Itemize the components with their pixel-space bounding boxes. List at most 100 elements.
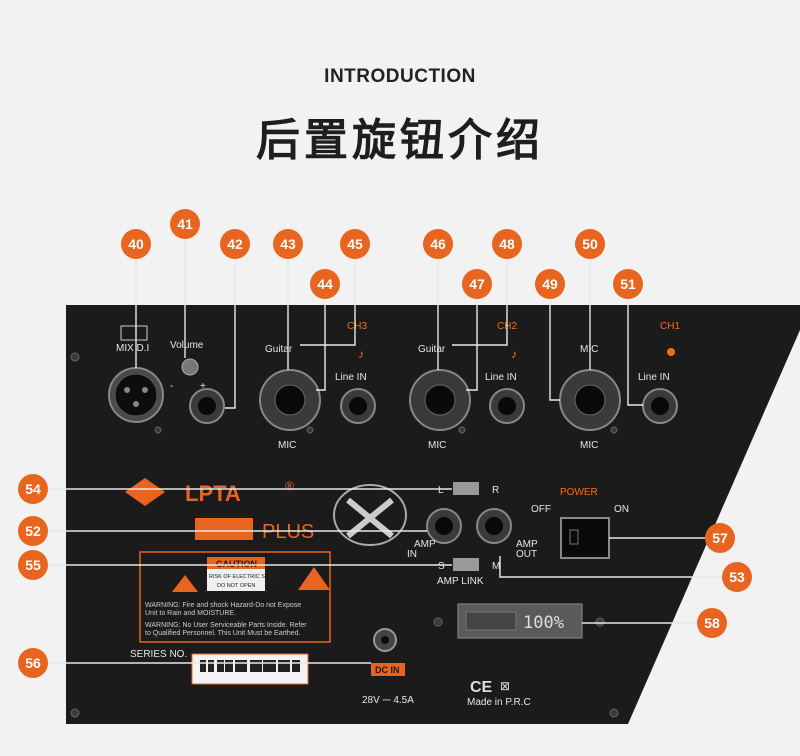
callout-49 xyxy=(535,269,565,299)
caution-line2: DO NOT OPEN xyxy=(217,583,255,589)
ch3-mic-label: MIC xyxy=(278,440,296,451)
callout-51 xyxy=(613,269,643,299)
ch1-group: MIC Line IN MIC CH1 xyxy=(559,321,680,451)
volume-knob[interactable] xyxy=(181,358,199,376)
callout-57 xyxy=(705,523,735,553)
svg-text:55: 55 xyxy=(25,557,41,573)
volume-minus-label: - xyxy=(170,381,173,392)
svg-text:41: 41 xyxy=(177,216,193,232)
warning2-line1: WARNING: No User Serviceable Parts Insid… xyxy=(145,622,307,629)
callout-markers: 40 41 42 43 44 45 46 47 48 49 50 51 52 5… xyxy=(18,209,752,678)
warning1-line2: Unit to Rain and MOISTURE. xyxy=(145,610,236,617)
callout-53 xyxy=(722,562,752,592)
mix-di-xlr-jack[interactable] xyxy=(108,367,164,423)
made-in-label: Made in P.R.C xyxy=(467,697,531,708)
callout-58 xyxy=(697,608,727,638)
svg-text:46: 46 xyxy=(430,236,446,252)
callout-46 xyxy=(423,229,453,259)
volume-plus-label: + xyxy=(200,381,206,392)
x-logo xyxy=(333,484,407,546)
svg-text:50: 50 xyxy=(582,236,598,252)
callout-42 xyxy=(220,229,250,259)
mixer-icon xyxy=(120,325,148,341)
ch3-guitar-label: Guitar xyxy=(265,344,293,355)
svg-text:43: 43 xyxy=(280,236,296,252)
ce-mark: CE xyxy=(470,679,493,696)
barcode xyxy=(200,660,300,672)
warning2-line2: to Qualified Personnel. This Unit Must b… xyxy=(145,630,301,637)
plus-logo-text: PLUS xyxy=(262,521,314,543)
callout-43 xyxy=(273,229,303,259)
amp-in-label-1: AMP xyxy=(414,539,436,550)
weee-icon: ⊠ xyxy=(500,679,510,693)
svg-text:52: 52 xyxy=(25,523,41,539)
x-logo-mark xyxy=(346,497,394,539)
page-title: 后置旋钮介绍 xyxy=(256,115,544,166)
ch1-line-in-label: Line IN xyxy=(638,372,670,383)
callout-45 xyxy=(340,229,370,259)
shock-warning-icon xyxy=(172,575,198,592)
volume-label: Volume xyxy=(170,340,204,351)
mix-di-label: MIX D.I xyxy=(116,343,149,354)
mix-di-line-jack[interactable] xyxy=(189,388,225,424)
panel-screws xyxy=(70,352,619,718)
callout-41 xyxy=(170,209,200,239)
ch2-line-in-label: Line IN xyxy=(485,372,517,383)
guitar-icon: ♪ xyxy=(511,347,517,361)
svg-text:48: 48 xyxy=(499,236,515,252)
switch-m-label: M xyxy=(492,561,500,572)
switch-l-label: L xyxy=(438,485,444,496)
ch2-guitar-label: Guitar xyxy=(418,344,446,355)
svg-text:47: 47 xyxy=(469,276,485,292)
warning1-line1: WARNING: Fire and shock Hazard-Do not Ex… xyxy=(145,602,301,609)
battery-level: 100% xyxy=(523,613,564,633)
guitar-icon: ♪ xyxy=(358,347,364,361)
amp-out-label-1: AMP xyxy=(516,539,538,550)
caution-subtitle-bg xyxy=(207,569,265,591)
ch2-mic-label: MIC xyxy=(428,440,446,451)
mic-icon xyxy=(667,348,675,356)
svg-text:45: 45 xyxy=(347,236,363,252)
svg-text:57: 57 xyxy=(712,530,728,546)
svg-text:40: 40 xyxy=(128,236,144,252)
svg-text:49: 49 xyxy=(542,276,558,292)
ch3-group: Guitar Line IN MIC CH3 ♪ xyxy=(259,321,376,451)
intro-heading: INTRODUCTION xyxy=(324,66,476,87)
brand-logo-icon xyxy=(125,478,165,506)
caution-title-bg xyxy=(207,557,265,569)
dc-in-label: DC IN xyxy=(375,665,400,675)
caution-line1: RISK OF ELECTRIC SHOCK xyxy=(209,574,281,580)
power-switch[interactable] xyxy=(560,517,610,559)
svg-text:54: 54 xyxy=(25,481,41,497)
lr-switch[interactable] xyxy=(453,482,479,495)
power-off-mark xyxy=(569,529,579,545)
power-on-label: ON xyxy=(614,504,629,515)
ch1-label: CH1 xyxy=(660,321,680,332)
ch1-mic-top-label: MIC xyxy=(580,344,598,355)
svg-text:44: 44 xyxy=(317,276,333,292)
amp-link-switch[interactable] xyxy=(453,558,479,571)
amp-link-label: AMP LINK xyxy=(437,576,484,587)
svg-text:42: 42 xyxy=(227,236,243,252)
callout-47 xyxy=(462,269,492,299)
dc-rating: 28V ⎓ 4.5A xyxy=(362,695,414,706)
svg-text:58: 58 xyxy=(704,615,720,631)
ch1-mic-label: MIC xyxy=(580,440,598,451)
callout-48 xyxy=(492,229,522,259)
callout-55 xyxy=(18,550,48,580)
power-off-label: OFF xyxy=(531,504,551,515)
battery-icon xyxy=(465,611,517,631)
svg-text:53: 53 xyxy=(729,569,745,585)
svg-text:56: 56 xyxy=(25,655,41,671)
amp-out-label-2: OUT xyxy=(516,549,537,560)
series-no-label: SERIES NO. xyxy=(130,649,187,660)
callout-52 xyxy=(18,516,48,546)
leader-lines xyxy=(48,238,722,664)
brand-name: LPTA xyxy=(185,481,241,506)
ch3-label: CH3 xyxy=(347,321,367,332)
switch-r-label: R xyxy=(492,485,499,496)
ch3-line-in-label: Line IN xyxy=(335,372,367,383)
callout-56 xyxy=(18,648,48,678)
callout-54 xyxy=(18,474,48,504)
